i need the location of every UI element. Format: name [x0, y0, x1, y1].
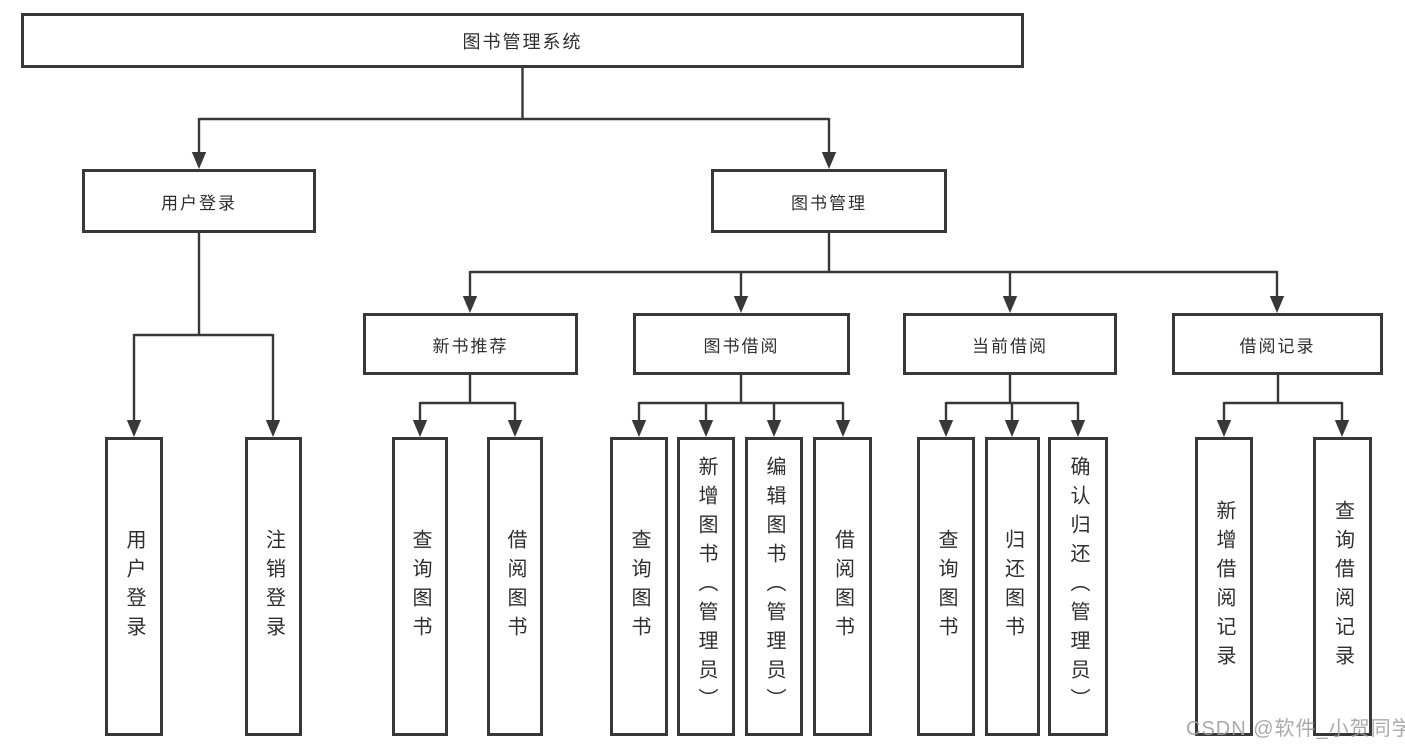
leaf-label: 查询图书: [628, 528, 650, 645]
leaf-label: 用户登录: [123, 528, 145, 645]
leaf-user-login: 用户登录: [105, 437, 163, 736]
leaf-query-borrow-record: 查询借阅记录: [1313, 437, 1372, 736]
leaf-label: 注销登录: [262, 528, 285, 645]
leaf-logout: 注销登录: [245, 437, 302, 736]
leaf-label: 查询图书: [935, 528, 957, 645]
node-current-borrowing: 当前借阅: [903, 313, 1117, 375]
node-book-management-module: 图书管理: [711, 169, 947, 233]
leaf-label: 归还图书: [1001, 528, 1024, 645]
node-new-book-recommend: 新书推荐: [363, 313, 578, 375]
leaf-add-books-admin: 新增图书（管理员）: [677, 437, 735, 736]
node-borrowing-records: 借阅记录: [1172, 313, 1383, 375]
leaf-label: 确认归还（管理员）: [1067, 456, 1089, 717]
leaf-confirm-return-admin: 确认归还（管理员）: [1048, 437, 1108, 736]
leaf-label: 查询借阅记录: [1331, 499, 1354, 674]
leaf-return-books: 归还图书: [985, 437, 1040, 736]
leaf-label: 新增图书（管理员）: [695, 456, 717, 717]
leaf-borrow-books-recommend: 借阅图书: [487, 437, 543, 736]
node-user-login-module: 用户登录: [82, 169, 316, 233]
node-library-management-system: 图书管理系统: [21, 13, 1024, 68]
leaf-add-borrow-record: 新增借阅记录: [1195, 437, 1253, 736]
leaf-label: 查询图书: [409, 528, 431, 645]
leaf-label: 编辑图书（管理员）: [763, 456, 785, 717]
leaf-edit-books-admin: 编辑图书（管理员）: [745, 437, 803, 736]
csdn-watermark: CSDN @软件_小贺同学: [1186, 718, 1405, 740]
leaf-query-books-current: 查询图书: [917, 437, 975, 736]
leaf-label: 借阅图书: [504, 528, 526, 645]
leaf-query-books-recommend: 查询图书: [392, 437, 448, 736]
leaf-query-books-borrowing: 查询图书: [610, 437, 668, 736]
leaf-label: 借阅图书: [831, 528, 854, 645]
leaf-label: 新增借阅记录: [1213, 499, 1235, 674]
node-book-borrowing: 图书借阅: [633, 313, 850, 375]
leaf-borrow-books: 借阅图书: [813, 437, 872, 736]
